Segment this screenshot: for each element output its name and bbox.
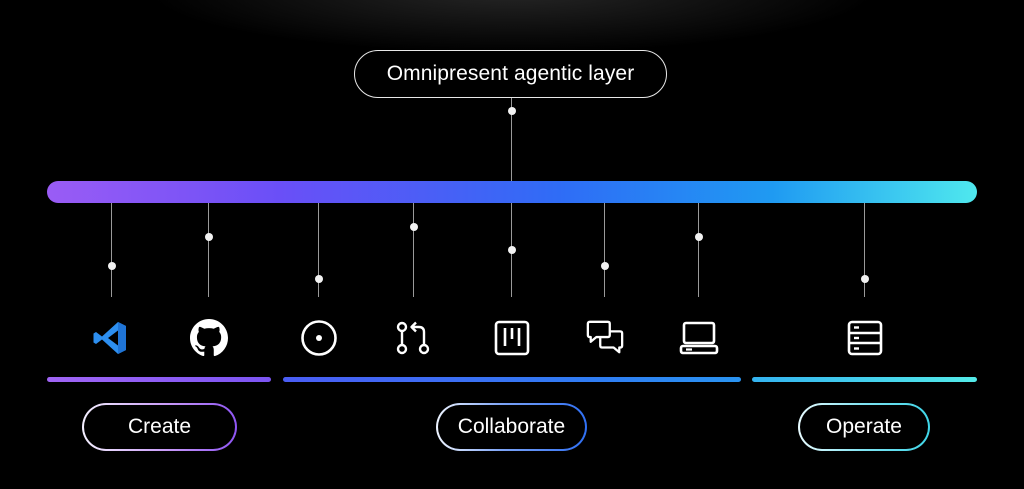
connector-dot-codespaces [695, 233, 703, 241]
operate-label: Operate [800, 405, 928, 449]
connector-dot-issue [315, 275, 323, 283]
agentic-layer-label: Omnipresent agentic layer [354, 50, 667, 98]
vscode-icon [90, 318, 130, 358]
create-label: Create [84, 405, 235, 449]
connector-pull-request [413, 203, 414, 297]
agentic-layer-bar [47, 181, 977, 203]
codespaces-icon [679, 318, 719, 358]
operate-underline [752, 377, 977, 382]
operate-pill: Operate [798, 403, 930, 451]
connector-dot-vscode [108, 262, 116, 270]
connector-dot-discussions [601, 262, 609, 270]
layer-connector [511, 98, 512, 182]
connector-server [864, 203, 865, 297]
connector-dot-project-board [508, 246, 516, 254]
discussions-icon [585, 318, 625, 358]
connector-codespaces [698, 203, 699, 297]
connector-dot-server [861, 275, 869, 283]
connector-vscode [111, 203, 112, 297]
collaborate-pill: Collaborate [436, 403, 587, 451]
pull-request-icon [393, 318, 433, 358]
connector-dot-pull-request [410, 223, 418, 231]
layer-connector-dot [508, 107, 516, 115]
project-board-icon [492, 318, 532, 358]
connector-issue [318, 203, 319, 297]
connector-discussions [604, 203, 605, 297]
collaborate-label: Collaborate [438, 405, 585, 449]
collaborate-underline [283, 377, 741, 382]
connector-github [208, 203, 209, 297]
server-icon [845, 318, 885, 358]
create-pill: Create [82, 403, 237, 451]
issue-icon [299, 318, 339, 358]
github-icon [189, 318, 229, 358]
connector-dot-github [205, 233, 213, 241]
create-underline [47, 377, 271, 382]
